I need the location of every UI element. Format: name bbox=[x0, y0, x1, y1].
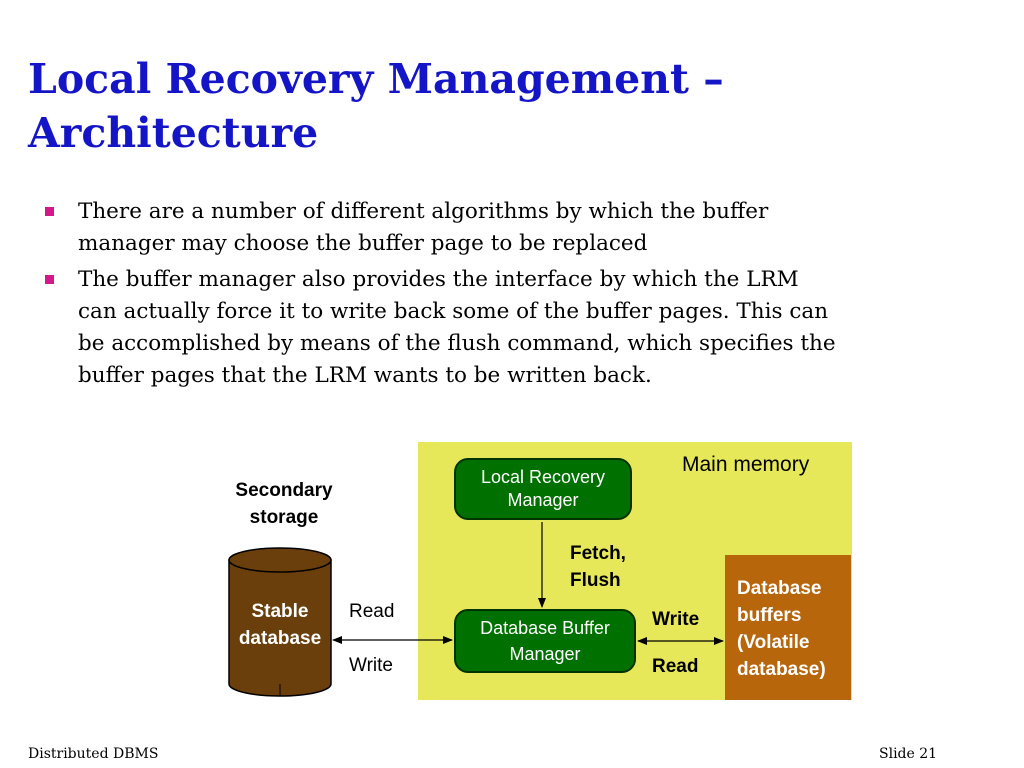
bullet-square-icon bbox=[45, 207, 54, 216]
stable-database-line: Stable bbox=[251, 601, 309, 622]
secondary-storage-line: Secondary bbox=[235, 480, 333, 501]
fetch-flush-label: Fetch, Flush bbox=[570, 540, 626, 594]
bullet-text-line: can actually force it to write back some… bbox=[78, 299, 829, 324]
footer-course-title: Distributed DBMS bbox=[28, 746, 159, 762]
fetch-flush-line: Fetch, bbox=[570, 543, 626, 564]
database-buffers-line: database) bbox=[737, 659, 826, 680]
bullet-text-line: The buffer manager also provides the int… bbox=[78, 267, 799, 292]
fetch-flush-line: Flush bbox=[570, 570, 621, 591]
bullet-list: There are a number of different algorith… bbox=[42, 196, 992, 396]
secondary-storage-label: Secondary storage bbox=[220, 477, 348, 531]
stable-database-cylinder bbox=[228, 547, 332, 697]
disk-write-label: Write bbox=[349, 655, 393, 676]
dbm-label-line: Database Buffer bbox=[480, 618, 610, 638]
database-buffers-label: Database buffers (Volatile database) bbox=[737, 575, 826, 683]
database-buffers-box bbox=[725, 555, 851, 700]
lrm-label-line: Local Recovery bbox=[480, 467, 606, 487]
main-memory-label: Main memory bbox=[682, 453, 810, 476]
database-buffers-line: (Volatile bbox=[737, 632, 810, 653]
bullet-square-icon bbox=[45, 275, 54, 284]
slide-title-line-2: Architecture bbox=[28, 109, 319, 157]
disk-read-label: Read bbox=[349, 601, 395, 622]
footer-slide-number: Slide 21 bbox=[879, 746, 938, 762]
bullet-text-line: buffer pages that the LRM wants to be wr… bbox=[78, 363, 652, 388]
buffer-write-label: Write bbox=[652, 609, 700, 630]
database-buffers-line: Database bbox=[737, 578, 822, 599]
local-recovery-manager-box: Local Recovery Manager bbox=[454, 458, 632, 520]
bullet-item: The buffer manager also provides the int… bbox=[42, 264, 992, 392]
lrm-label-line: Manager bbox=[507, 490, 579, 510]
bullet-text-line: be accomplished by means of the flush co… bbox=[78, 331, 836, 356]
slide-title-line-1: Local Recovery Management – bbox=[28, 55, 724, 103]
database-buffers-line: buffers bbox=[737, 605, 802, 626]
bullet-item: There are a number of different algorith… bbox=[42, 196, 992, 260]
stable-database-label: Stable database bbox=[230, 598, 330, 652]
database-buffer-manager-box: Database Buffer Manager bbox=[454, 609, 636, 673]
bullet-text-line: There are a number of different algorith… bbox=[78, 199, 769, 224]
secondary-storage-line: storage bbox=[249, 507, 319, 528]
stable-database-line: database bbox=[238, 628, 322, 649]
dbm-label-line: Manager bbox=[509, 644, 581, 664]
buffer-read-label: Read bbox=[652, 656, 699, 677]
bullet-text-line: manager may choose the buffer page to be… bbox=[78, 231, 648, 256]
slide-title: Local Recovery Management – Architecture bbox=[28, 52, 988, 160]
